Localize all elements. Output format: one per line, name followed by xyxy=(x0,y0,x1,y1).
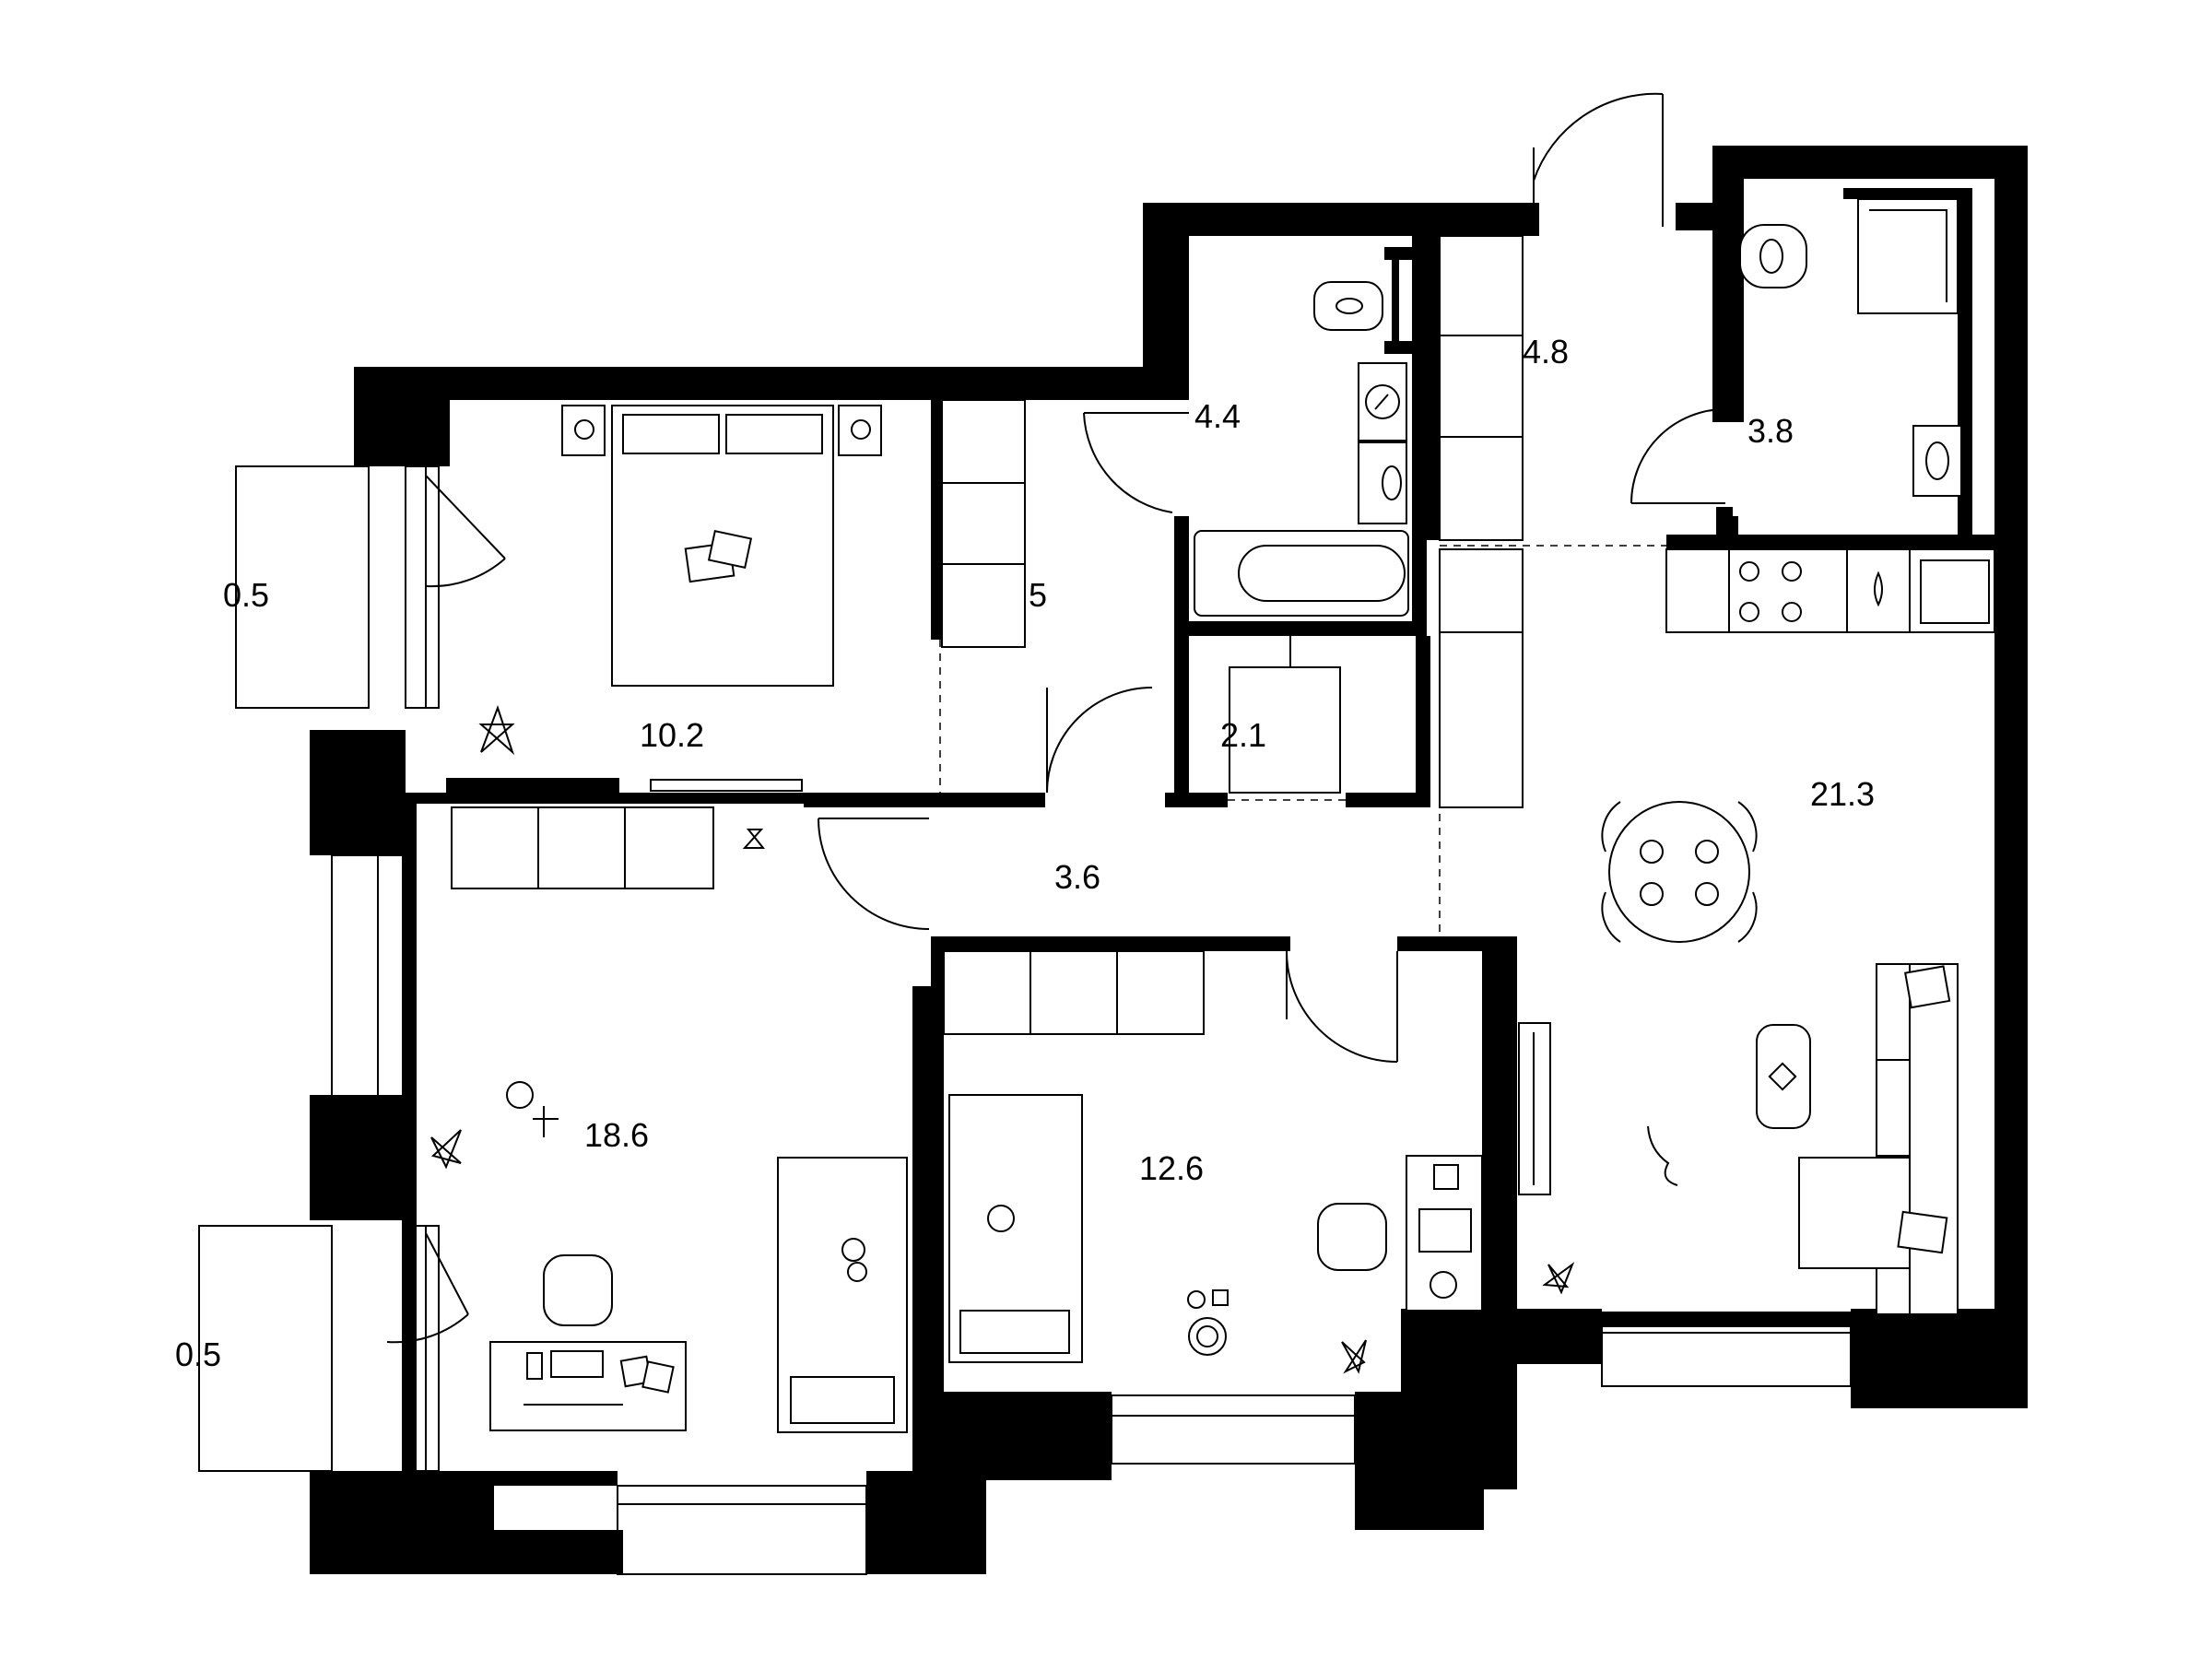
area-entrance-hall: 4.8 xyxy=(1523,333,1569,371)
balconies xyxy=(198,465,370,1472)
area-storage: 2.1 xyxy=(1220,716,1266,754)
furniture xyxy=(430,198,1995,1433)
bathtub xyxy=(1194,530,1409,617)
dining-table xyxy=(1608,801,1750,943)
area-bedroom: 10.2 xyxy=(640,716,704,754)
area-wardrobe: 5 xyxy=(1029,576,1047,614)
open-boundaries xyxy=(939,545,1666,949)
area-kitchen-living: 21.3 xyxy=(1810,775,1875,813)
area-living-room: 18.6 xyxy=(584,1116,649,1154)
area-toilet: 3.8 xyxy=(1747,412,1794,450)
area-labels: 0.5 10.2 5 4.4 4.8 3.8 2.1 3.6 21.3 18.6… xyxy=(175,333,1875,1373)
doors xyxy=(386,92,1726,1344)
plant-icon xyxy=(478,705,515,756)
area-balcony-bottom: 0.5 xyxy=(175,1335,221,1373)
area-corridor: 3.6 xyxy=(1054,858,1100,896)
area-balcony-top: 0.5 xyxy=(223,576,269,614)
area-kids-room: 12.6 xyxy=(1139,1149,1204,1187)
walls xyxy=(310,146,2028,1574)
area-bathroom: 4.4 xyxy=(1194,397,1241,435)
windows xyxy=(331,465,1852,1575)
